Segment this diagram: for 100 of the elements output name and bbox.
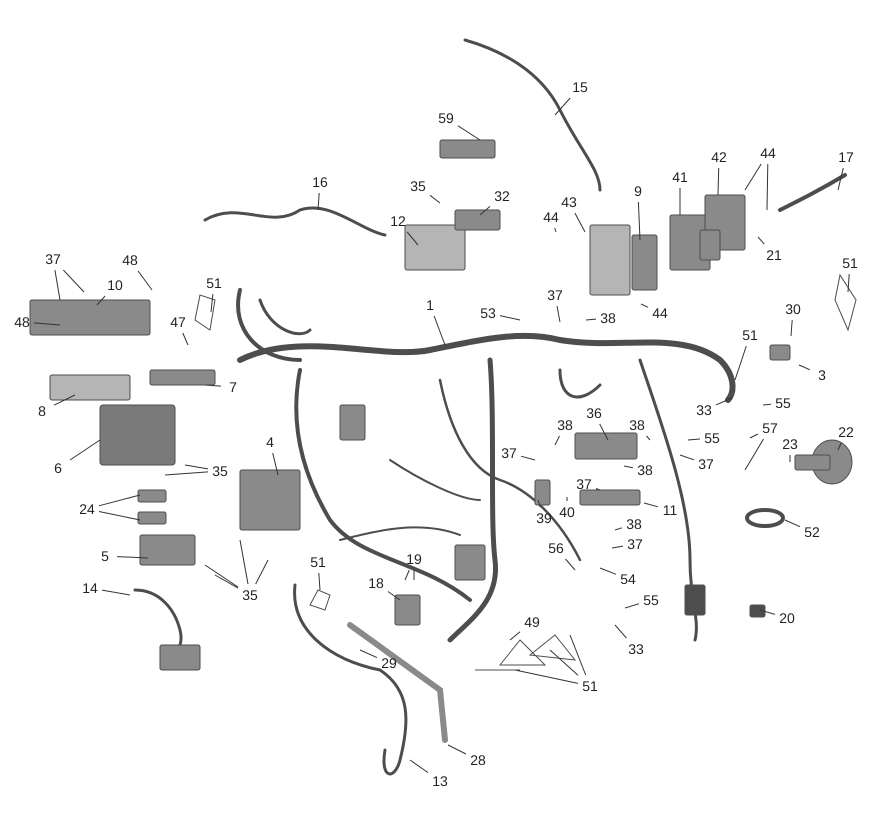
- callout-number: 37: [545, 286, 565, 304]
- callout-number: 51: [840, 254, 860, 272]
- leader-line: [838, 442, 842, 450]
- leader-line: [574, 212, 586, 232]
- callout-number: 17: [836, 148, 856, 166]
- leader-line: [646, 436, 650, 440]
- callout-number: 51: [740, 326, 760, 344]
- callout-number: 9: [628, 182, 648, 200]
- callout-number: 32: [492, 187, 512, 205]
- callout-number: 38: [555, 416, 575, 434]
- callout-number: 37: [43, 250, 63, 268]
- leader-line: [644, 502, 658, 508]
- leader-line: [164, 471, 208, 476]
- callout-number: 56: [546, 539, 566, 557]
- leader-line: [554, 98, 571, 116]
- callout-number: 48: [12, 313, 32, 331]
- callout-number: 8: [32, 402, 52, 420]
- callout-number: 38: [624, 515, 644, 533]
- leader-line: [566, 496, 568, 502]
- leader-line: [98, 511, 140, 520]
- callout-number: 49: [522, 613, 542, 631]
- leader-line: [406, 232, 418, 246]
- callout-number: 14: [80, 579, 100, 597]
- leader-line: [758, 236, 765, 244]
- callout-number: 55: [702, 429, 722, 447]
- leader-line: [138, 270, 152, 290]
- leader-line: [204, 564, 238, 588]
- callout-number: 37: [574, 475, 594, 493]
- leader-line: [688, 438, 700, 440]
- callout-number: 12: [388, 212, 408, 230]
- callout-number: 15: [570, 78, 590, 96]
- callout-number: 43: [559, 193, 579, 211]
- callout-number: 55: [641, 591, 661, 609]
- leader-line: [586, 318, 596, 320]
- callout-number: 37: [499, 444, 519, 462]
- leader-line: [744, 164, 762, 190]
- callout-number: 1: [420, 296, 440, 314]
- leader-line: [214, 574, 238, 589]
- leader-line: [510, 631, 520, 640]
- leader-line: [54, 270, 60, 300]
- callout-number: 59: [436, 109, 456, 127]
- callout-number: 33: [626, 640, 646, 658]
- callout-number: 23: [780, 435, 800, 453]
- leader-line: [838, 168, 844, 190]
- leader-line: [434, 316, 446, 346]
- callout-number: 38: [635, 461, 655, 479]
- leader-line: [760, 610, 776, 615]
- callout-number: 38: [627, 416, 647, 434]
- leader-line: [520, 456, 536, 460]
- leader-line: [766, 164, 768, 210]
- callout-number: 37: [625, 535, 645, 553]
- callout-number: 7: [223, 378, 243, 396]
- leader-line: [272, 452, 278, 476]
- leader-line: [565, 558, 576, 570]
- leader-line: [62, 270, 84, 292]
- callout-number: 16: [310, 173, 330, 191]
- leader-line: [255, 560, 268, 584]
- leader-line: [624, 466, 634, 468]
- callout-number: 19: [404, 550, 424, 568]
- callout-number: 38: [598, 309, 618, 327]
- leader-line: [388, 591, 400, 600]
- callout-number: 11: [660, 501, 680, 519]
- leader-line: [596, 488, 600, 490]
- leader-line: [554, 228, 556, 232]
- callout-number: 44: [541, 208, 561, 226]
- leader-line: [798, 364, 810, 370]
- callout-number: 28: [468, 751, 488, 769]
- callout-number: 37: [696, 455, 716, 473]
- callout-number: 13: [430, 772, 450, 790]
- leader-line: [98, 494, 140, 506]
- leader-line: [54, 394, 76, 406]
- leader-line: [570, 634, 586, 676]
- callout-number: 20: [777, 609, 797, 627]
- leader-line: [318, 572, 320, 590]
- leader-line: [240, 540, 248, 584]
- leader-line: [458, 125, 480, 140]
- leader-line: [624, 603, 640, 608]
- callout-number: 18: [366, 574, 386, 592]
- leader-line: [102, 590, 130, 596]
- leader-line: [599, 424, 608, 440]
- callout-number: 10: [105, 276, 125, 294]
- callout-number: 35: [210, 462, 230, 480]
- leader-line: [204, 384, 222, 387]
- leader-line: [480, 206, 490, 216]
- leader-line: [360, 650, 378, 658]
- callout-number: 24: [77, 500, 97, 518]
- callout-number: 57: [760, 419, 780, 437]
- leader-line: [750, 434, 758, 438]
- callout-number: 3: [812, 366, 832, 384]
- callout-number: 44: [758, 144, 778, 162]
- callout-number: 35: [408, 177, 428, 195]
- callout-number: 51: [204, 274, 224, 292]
- callout-number: 52: [802, 523, 822, 541]
- callout-number: 53: [478, 304, 498, 322]
- callout-number: 5: [95, 547, 115, 565]
- callout-number: 40: [557, 503, 577, 521]
- leader-line: [734, 346, 747, 380]
- callout-number: 55: [773, 394, 793, 412]
- leader-line: [500, 315, 520, 320]
- leader-line: [550, 650, 578, 676]
